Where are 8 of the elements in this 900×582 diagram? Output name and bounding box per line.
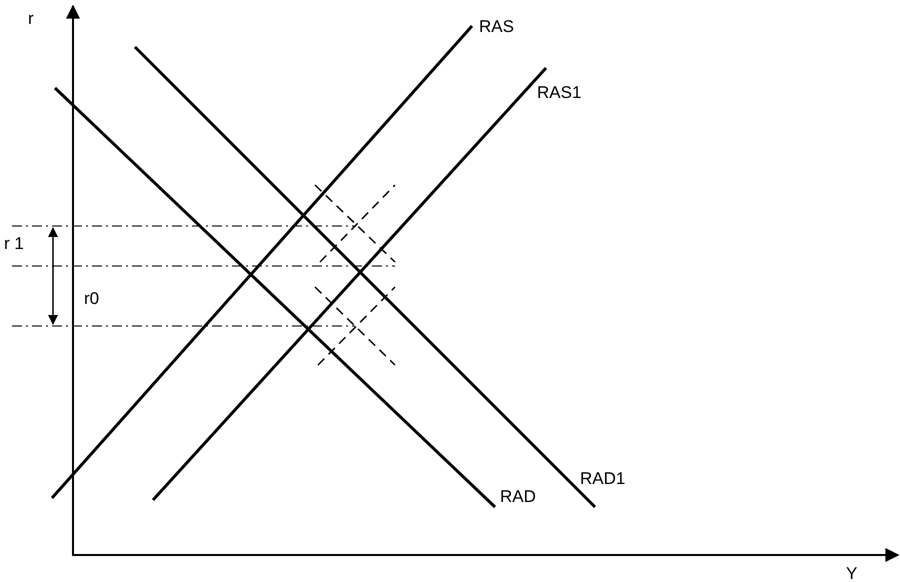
curve-label: RAD xyxy=(500,488,536,505)
curve-label: r xyxy=(28,10,34,27)
curve-label: RAS1 xyxy=(537,84,582,101)
curve-label: r0 xyxy=(84,290,100,307)
curve-label: RAD1 xyxy=(580,470,626,487)
curve-label: Y xyxy=(846,565,858,582)
curve-label: RAS xyxy=(479,18,514,35)
curve-label: r 1 xyxy=(4,235,24,252)
